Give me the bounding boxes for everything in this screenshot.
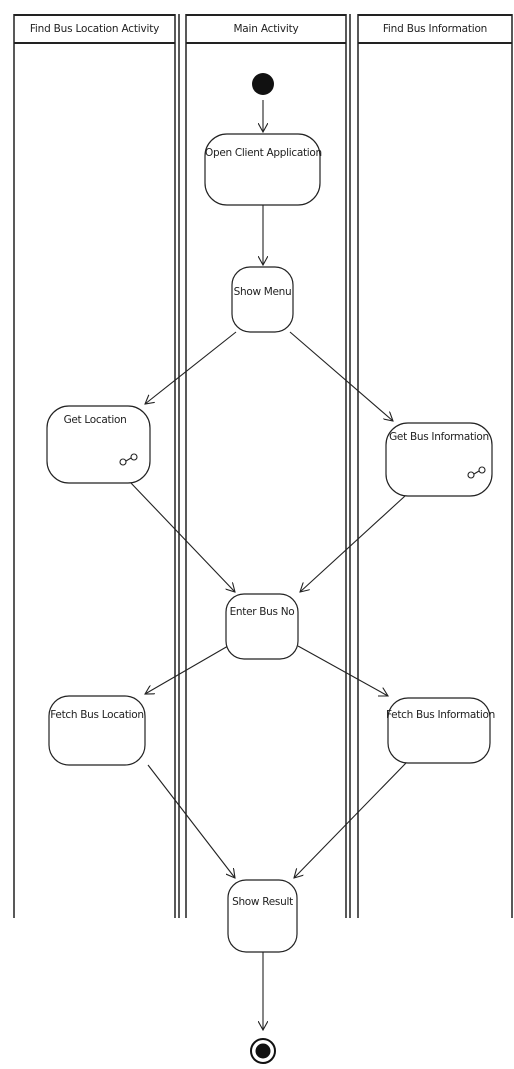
transitions (129, 100, 407, 1030)
node-get-bus-info (385, 422, 493, 497)
node-show-menu (231, 266, 294, 333)
lane-header-find-bus-location: Find Bus Location Activity (14, 14, 175, 44)
swimlane-borders (13, 14, 513, 918)
activity-nodes (46, 133, 493, 953)
flow-fetch-bus-info-to-result (294, 762, 407, 878)
subactivity-icon-get-bus-info (467, 466, 486, 479)
label-fetch-bus-info: Fetch Bus Information (386, 709, 495, 721)
flow-enter-to-fetch-bus-info (297, 645, 388, 696)
label-show-menu: Show Menu (233, 286, 292, 298)
flow-menu-to-get-bus-info (289, 331, 393, 421)
label-open-client: Open Client Application (205, 147, 322, 159)
label-get-location: Get Location (63, 414, 127, 426)
node-fetch-bus-location (48, 695, 146, 766)
node-enter-bus-no (225, 593, 299, 660)
final-node (250, 1038, 276, 1064)
node-show-result (227, 879, 298, 953)
lane-header-main-activity: Main Activity (186, 14, 346, 44)
node-open-client (204, 133, 321, 206)
label-show-result: Show Result (232, 896, 293, 908)
lane-header-find-bus-information: Find Bus Information (358, 14, 512, 44)
label-enter-bus-no: Enter Bus No (229, 606, 295, 618)
flow-get-bus-info-to-enter (300, 495, 406, 592)
flow-menu-to-get-location (145, 331, 237, 404)
subactivity-icon-get-location (119, 453, 138, 466)
label-get-bus-info: Get Bus Information (389, 431, 489, 443)
node-get-location (46, 405, 151, 484)
initial-node (252, 73, 274, 95)
label-fetch-bus-location: Fetch Bus Location (50, 709, 144, 721)
node-fetch-bus-info (387, 697, 491, 764)
flow-get-location-to-enter (129, 481, 235, 592)
flow-fetch-location-to-result (147, 764, 235, 878)
flow-enter-to-fetch-location (145, 645, 229, 694)
